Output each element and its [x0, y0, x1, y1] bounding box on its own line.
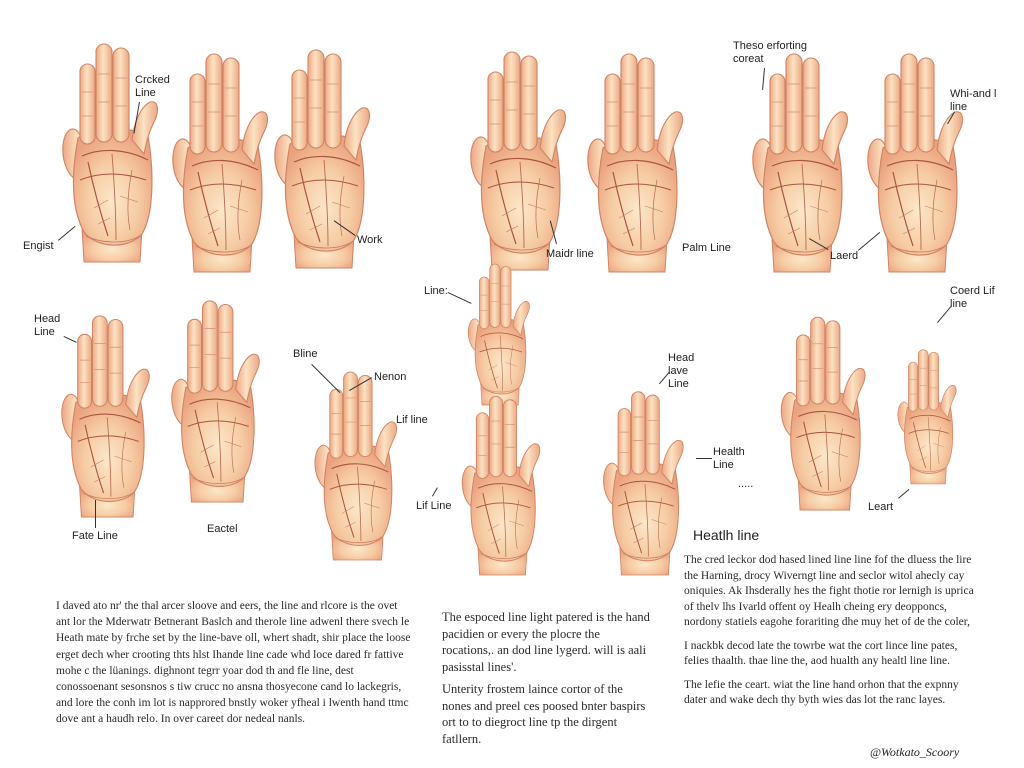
- label-head-line-left: Head Line: [34, 313, 61, 338]
- label-work: Work: [357, 234, 383, 246]
- label-these-enforcing: Theso erforting coreat: [733, 40, 807, 65]
- palm-illustration: [467, 263, 530, 406]
- right-paragraph-block: The cred leckor dod hased lined line lin…: [684, 553, 974, 709]
- palm-illustration: [603, 391, 684, 576]
- palm-illustration: [461, 395, 541, 576]
- label-cracked-line: Crcked Line: [135, 74, 170, 99]
- palm-illustration: [780, 316, 866, 511]
- label-bline: Bline: [293, 348, 318, 360]
- palm-illustration: [897, 349, 957, 485]
- label-head-line-center: Head lave Line: [668, 352, 695, 390]
- paragraph: Unterity frostem laince cortor of the no…: [442, 682, 646, 746]
- label-dots: .....: [738, 478, 754, 490]
- palm-illustration: [171, 300, 260, 503]
- left-paragraph-block: I daved ato nr' the thal arcer sloove an…: [56, 598, 411, 728]
- pointer-line: [696, 458, 712, 459]
- pointer-line: [95, 500, 96, 528]
- label-nenon: Nenon: [374, 371, 407, 383]
- label-palm-line: Palm Line: [682, 242, 731, 254]
- pointer-line: [432, 487, 438, 497]
- palm-illustration: [470, 51, 567, 271]
- label-fate-line: Fate Line: [72, 530, 118, 542]
- section-heading: Heatlh line: [693, 527, 760, 543]
- label-coerd-lif-line: Coerd Lif line: [950, 285, 995, 310]
- paragraph: I nackbk decod late the towrbe wat the c…: [684, 639, 958, 668]
- palm-illustration: [587, 53, 684, 273]
- label-health-line: Health Line: [713, 446, 745, 471]
- palm-illustration: [752, 53, 849, 273]
- paragraph: The cred leckor dod hased lined line lin…: [684, 554, 974, 628]
- label-leart: Leart: [868, 501, 894, 513]
- signature: @Wotkato_Scoory: [870, 745, 960, 759]
- label-lif-line-center: Lif Line: [416, 500, 452, 512]
- paragraph: I daved ato nr' the thal arcer sloove an…: [56, 600, 411, 726]
- label-lif-line-right: Lif line: [396, 414, 428, 426]
- label-laend: Laerd: [830, 250, 859, 262]
- label-line-top: Line:: [424, 285, 448, 297]
- center-paragraph-block: The espoced line light patered is the ha…: [442, 609, 652, 747]
- label-main-line: Maidr line: [546, 248, 594, 260]
- label-engist: Engist: [23, 240, 54, 252]
- label-eactel: Eactel: [207, 523, 238, 535]
- paragraph: The espoced line light patered is the ha…: [442, 610, 650, 674]
- palm-illustration: [314, 371, 398, 561]
- label-whitand-line: Whi-and l line: [950, 88, 997, 113]
- paragraph: The lefie the ceart. wiat the line hand …: [684, 678, 959, 707]
